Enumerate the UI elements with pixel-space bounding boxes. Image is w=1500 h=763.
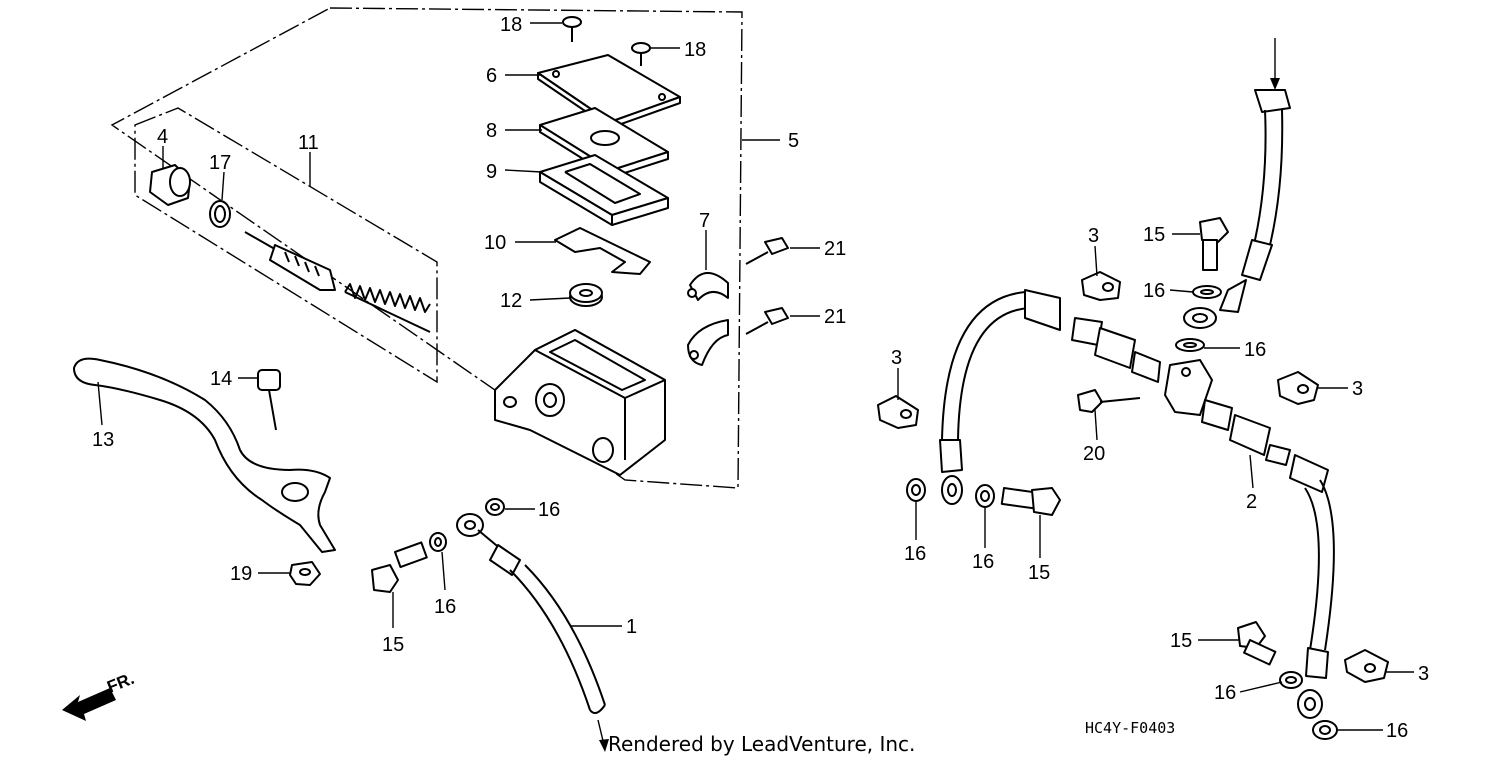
- lever-13: [73, 357, 336, 553]
- upper-brake-hose: [1183, 89, 1291, 329]
- holder-7: [687, 272, 729, 366]
- brake-hose-1: [456, 513, 606, 715]
- reservoir-cap-6: [537, 54, 681, 129]
- piston-kit-outline: [134, 107, 438, 384]
- float-10: [554, 227, 651, 275]
- front-direction-arrow: FR.: [62, 669, 137, 721]
- banjo-bolt-15-bottom-right: [1237, 621, 1277, 666]
- bolt-21-upper: [745, 237, 789, 265]
- washer-16-bottom-right-2: [1312, 720, 1338, 740]
- callout-20: 20: [1083, 443, 1105, 465]
- circlip-17: [209, 200, 231, 228]
- master-cylinder-body-5: [494, 329, 666, 476]
- spring-11: [344, 283, 431, 333]
- callout-6: 6: [486, 65, 497, 87]
- flow-arrow-top: [1270, 78, 1280, 90]
- callout-15-left: 15: [382, 634, 404, 656]
- banjo-bolt-15-top-right: [1199, 217, 1229, 271]
- protector-12: [569, 283, 603, 307]
- callout-16-top-right-2: 16: [1244, 339, 1266, 361]
- callout-16-mid-1: 16: [904, 543, 926, 565]
- washer-16-bottom-right-1: [1279, 671, 1303, 689]
- callout-17: 17: [209, 152, 231, 174]
- washer-16-upper-left: [485, 498, 505, 516]
- callout-16-bottom-right-2: 16: [1386, 720, 1408, 742]
- callout-21-upper: 21: [824, 238, 846, 260]
- washer-16-top-right-1: [1192, 285, 1222, 299]
- hose-clamp-3-right: [1277, 371, 1319, 405]
- callout-16-top-right-1: 16: [1143, 280, 1165, 302]
- callout-18-right: 18: [684, 39, 706, 61]
- callout-9: 9: [486, 161, 497, 183]
- callout-11: 11: [298, 132, 319, 154]
- callout-16-mid-2: 16: [972, 551, 994, 573]
- callout-13: 13: [92, 429, 114, 451]
- washer-16-top-right-2: [1175, 338, 1205, 352]
- callout-16-lower-left: 16: [434, 596, 456, 618]
- callout-5: 5: [788, 130, 799, 152]
- pivot-bolt-14: [257, 369, 281, 431]
- callout-3-left: 3: [891, 347, 902, 369]
- callout-14: 14: [210, 368, 232, 390]
- callout-19: 19: [230, 563, 252, 585]
- hose-clamp-3-bottom: [1344, 649, 1389, 683]
- three-way-joint: [1164, 359, 1213, 416]
- master-cylinder-assembly-outline: [110, 7, 743, 489]
- callout-1: 1: [626, 616, 637, 638]
- callout-3-bottom: 3: [1418, 663, 1429, 685]
- boot-4: [149, 164, 191, 206]
- callout-15-top-right: 15: [1143, 224, 1165, 246]
- callout-16-upper-left: 16: [538, 499, 560, 521]
- callout-8: 8: [486, 120, 497, 142]
- right-front-hose-2: [1201, 399, 1335, 719]
- diagram-code: HC4Y-F0403: [1085, 719, 1175, 737]
- hose-clamp-3-top: [1081, 271, 1121, 301]
- callout-18-left: 18: [500, 14, 522, 36]
- screw-18-right: [631, 42, 651, 66]
- callout-15-bottom-right: 15: [1170, 630, 1192, 652]
- callout-10: 10: [484, 232, 506, 254]
- screw-18-left: [562, 16, 582, 42]
- diaphragm-9: [539, 154, 669, 226]
- front-direction-label: FR.: [104, 669, 137, 697]
- bolt-21-lower: [745, 307, 789, 335]
- nut-19: [289, 561, 321, 586]
- piston-11: [244, 231, 336, 291]
- washer-16-lower-left: [429, 532, 447, 552]
- callout-3-right: 3: [1352, 378, 1363, 400]
- credit-text: Rendered by LeadVenture, Inc.: [608, 732, 915, 756]
- callout-12: 12: [500, 290, 522, 312]
- hose-clamp-3-left: [877, 395, 919, 429]
- banjo-bolt-15-mid: [1000, 487, 1061, 516]
- callout-7: 7: [699, 210, 710, 232]
- callout-2: 2: [1246, 491, 1257, 513]
- banjo-bolt-15-left: [371, 541, 428, 593]
- left-front-hose: [939, 289, 1161, 505]
- washer-16-mid-2: [975, 484, 995, 508]
- bolt-20: [1077, 389, 1141, 413]
- flow-arrow-bottom: [599, 739, 609, 752]
- callout-16-bottom-right-1: 16: [1214, 682, 1236, 704]
- callout-3-top: 3: [1088, 225, 1099, 247]
- leader-lines: [97, 22, 1414, 731]
- callout-15-mid: 15: [1028, 562, 1050, 584]
- callout-21-lower: 21: [824, 306, 846, 328]
- callout-4: 4: [157, 126, 168, 148]
- washer-16-mid-1: [906, 478, 926, 502]
